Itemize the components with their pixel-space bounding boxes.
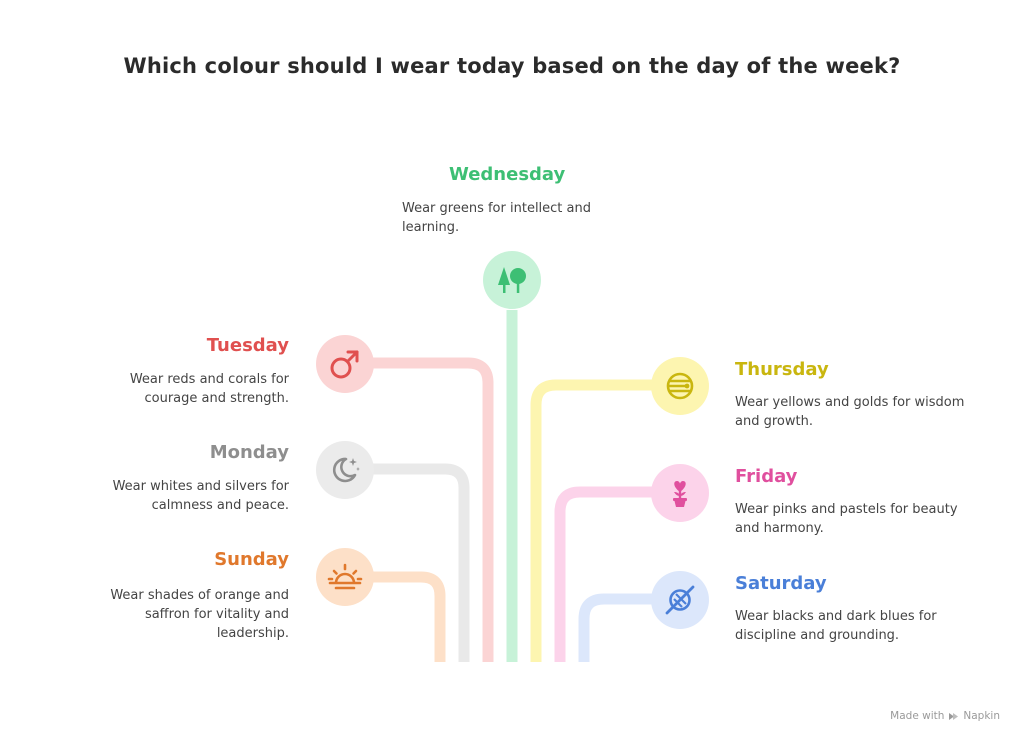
day-name-thursday: Thursday xyxy=(735,359,829,380)
sunrise-icon xyxy=(327,563,363,590)
moon-stars-icon xyxy=(332,457,360,483)
day-name-sunday: Sunday xyxy=(214,549,289,570)
day-desc-sunday: Wear shades of orange and saffron for vi… xyxy=(110,588,289,641)
napkin-logo-icon xyxy=(949,712,959,720)
day-name-wednesday: Wednesday xyxy=(449,164,566,185)
jupiter-icon xyxy=(666,372,694,400)
day-name-tuesday: Tuesday xyxy=(206,335,289,356)
made-with-label: Made with xyxy=(890,710,945,722)
tuesday-icon-badge xyxy=(316,335,374,393)
thursday-icon-badge xyxy=(651,357,709,415)
day-name-friday: Friday xyxy=(735,466,798,487)
flower-pot-icon xyxy=(673,481,687,507)
day-desc-saturday: Wear blacks and dark blues for disciplin… xyxy=(735,609,937,643)
connector-thursday xyxy=(530,379,652,662)
day-desc-wednesday: Wear greens for intellect and learning. xyxy=(402,201,591,235)
day-desc-tuesday: Wear reds and corals for courage and str… xyxy=(129,372,289,406)
connector-monday xyxy=(372,463,470,662)
wednesday-icon-badge xyxy=(483,251,541,309)
saturn-icon xyxy=(665,585,695,615)
day-desc-monday: Wear whites and silvers for calmness and… xyxy=(112,479,289,513)
sunday-icon-badge xyxy=(316,548,374,606)
day-name-monday: Monday xyxy=(209,442,289,463)
connector-sunday xyxy=(372,571,446,662)
page-title: Which colour should I wear today based o… xyxy=(123,54,901,78)
connector-friday xyxy=(554,486,652,662)
trees-icon xyxy=(498,267,526,293)
day-name-saturday: Saturday xyxy=(735,573,827,594)
napkin-brand-label: Napkin xyxy=(963,710,1000,722)
day-desc-thursday: Wear yellows and golds for wisdom and gr… xyxy=(735,395,965,429)
made-with-napkin-footer: Made with Napkin xyxy=(890,710,1000,722)
day-desc-friday: Wear pinks and pastels for beauty and ha… xyxy=(735,502,958,536)
saturday-icon-badge xyxy=(651,571,709,629)
friday-icon-badge xyxy=(651,464,709,522)
monday-icon-badge xyxy=(316,441,374,499)
mars-icon xyxy=(330,350,359,379)
connector-saturday xyxy=(578,593,652,662)
connector-tuesday xyxy=(372,357,494,662)
